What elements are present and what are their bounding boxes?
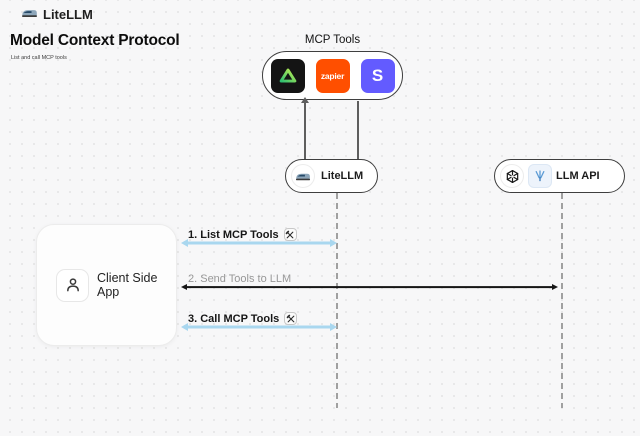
- page-subtitle: List and call MCP tools: [11, 55, 67, 61]
- arrow-call-mcp-tools: [181, 322, 337, 332]
- litellm-train-icon: [21, 6, 38, 22]
- client-side-app-node: Client Side App: [36, 224, 177, 346]
- crossed-tools-icon: [283, 228, 297, 241]
- llm-api-node-label: LLM API: [556, 170, 600, 182]
- llm-api-node: LLM API: [494, 159, 625, 193]
- litellm-lifeline: [336, 193, 338, 408]
- step-2-label: 2. Send Tools to LLM: [188, 273, 292, 285]
- crossed-tools-icon: [284, 312, 298, 325]
- arrow-litellm-to-mcp: [300, 97, 309, 189]
- litellm-node-icon: [291, 164, 315, 188]
- triangle-tool-icon: [270, 58, 305, 93]
- stripe-icon: S: [360, 58, 395, 93]
- brand: LiteLLM: [21, 6, 93, 22]
- openai-icon: [500, 164, 524, 188]
- llm-api-lifeline: [561, 193, 563, 408]
- litellm-node-label: LiteLLM: [321, 170, 364, 182]
- page-title: Model Context Protocol: [10, 32, 180, 49]
- step-1-label: 1. List MCP Tools: [188, 228, 297, 241]
- litellm-node: LiteLLM: [285, 159, 378, 193]
- arrow-send-tools-to-llm: [181, 282, 558, 292]
- brand-name: LiteLLM: [43, 6, 93, 22]
- llm-provider-icon: [528, 164, 552, 188]
- client-side-app-label: Client Side App: [97, 271, 158, 299]
- arrow-list-mcp-tools: [181, 238, 337, 248]
- person-icon: [56, 268, 89, 302]
- mcp-tools-label: MCP Tools: [304, 34, 361, 46]
- mcp-tools-group: zapier S: [262, 51, 403, 100]
- step-3-label: 3. Call MCP Tools: [188, 312, 298, 325]
- zapier-icon: zapier: [315, 58, 350, 93]
